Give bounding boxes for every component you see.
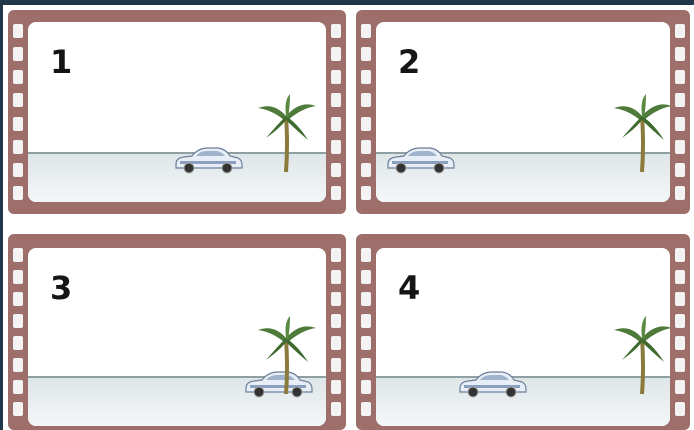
top-border [0, 0, 694, 5]
frame-number: 2 [398, 46, 420, 78]
palm-tree-icon [612, 316, 670, 394]
car-icon [456, 368, 528, 398]
frame-number: 3 [50, 272, 72, 304]
palm-tree-icon [612, 94, 670, 172]
film-holes-right [331, 248, 341, 416]
frame-number: 4 [398, 272, 420, 304]
film-holes-left [13, 248, 23, 416]
film-holes-left [13, 24, 23, 200]
left-border [0, 0, 3, 430]
palm-tree-icon [256, 316, 318, 394]
film-holes-right [675, 248, 685, 416]
film-holes-left [361, 248, 371, 416]
film-holes-left [361, 24, 371, 200]
frame-screen: 3 [28, 248, 326, 426]
film-frame-1: 1 [8, 10, 346, 214]
film-frame-2: 2 [356, 10, 690, 214]
frame-screen: 1 [28, 22, 326, 202]
frame-screen: 4 [376, 248, 670, 426]
car-icon [172, 144, 244, 174]
film-frame-4: 4 [356, 234, 690, 430]
film-frame-3: 3 [8, 234, 346, 430]
car-icon [384, 144, 456, 174]
palm-tree-icon [256, 94, 318, 172]
film-holes-right [675, 24, 685, 200]
film-holes-right [331, 24, 341, 200]
frame-number: 1 [50, 46, 72, 78]
frame-screen: 2 [376, 22, 670, 202]
